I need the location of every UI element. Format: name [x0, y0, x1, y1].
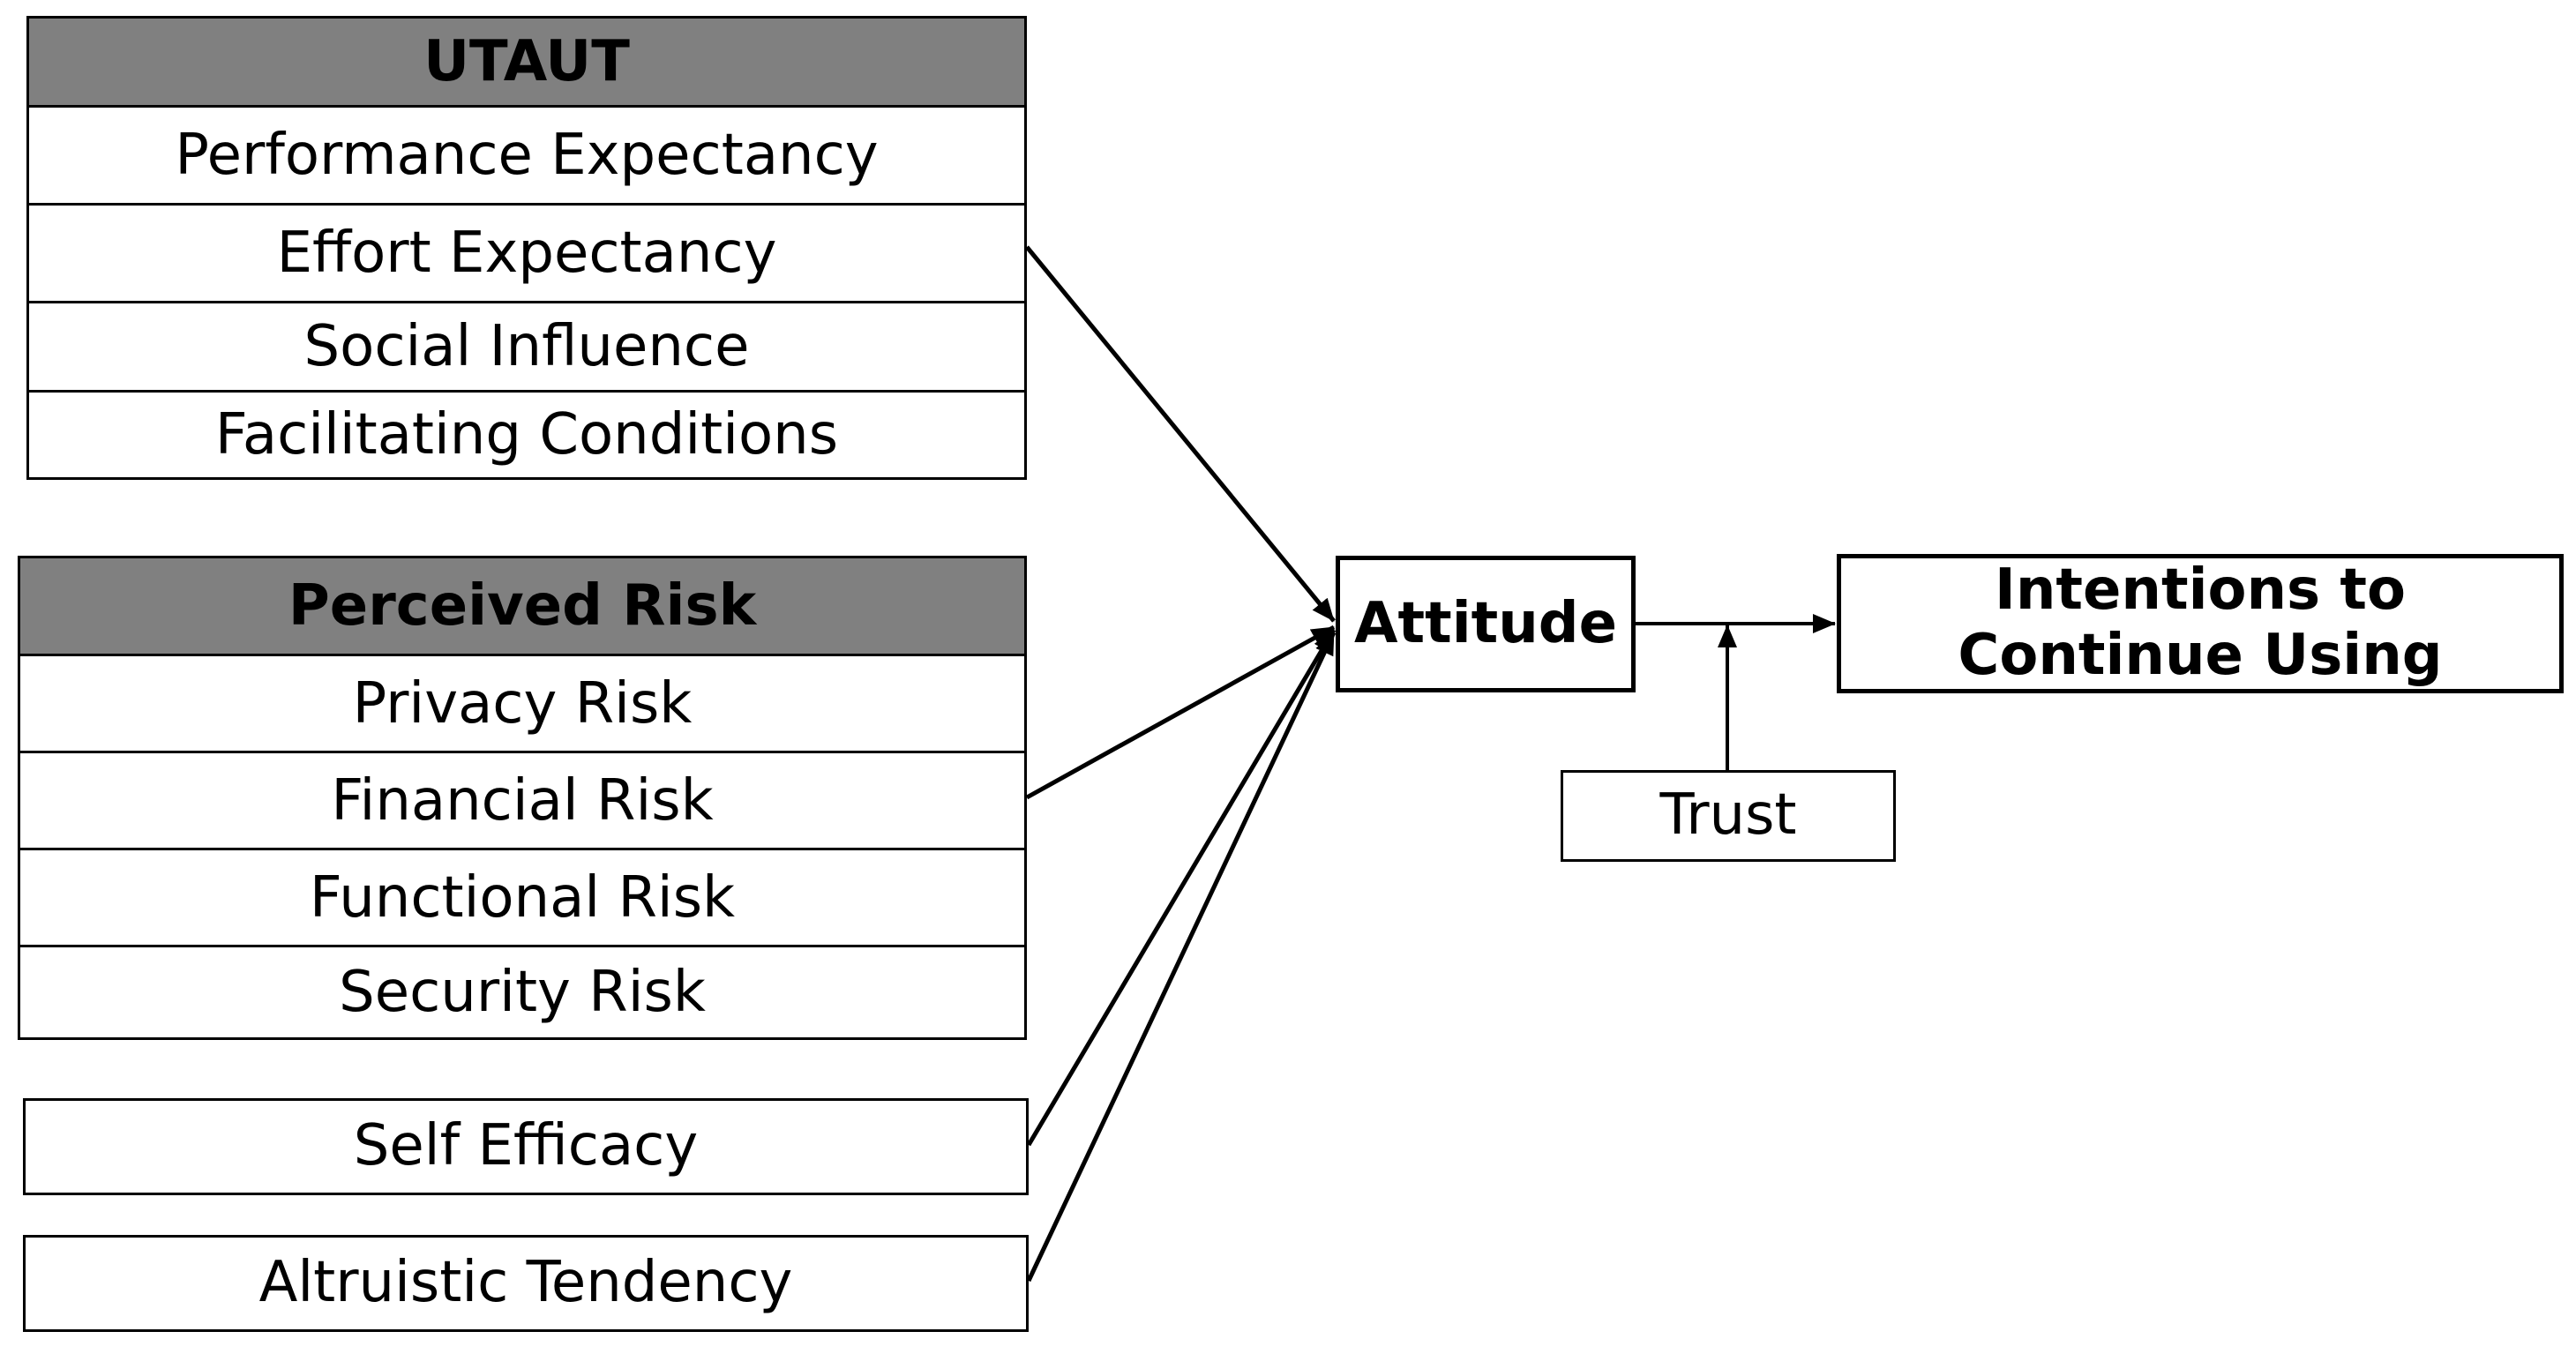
arrow-altruistic-to-attitude: [1026, 631, 1337, 1283]
utaut-group: UTAUT Performance Expectancy Effort Expe…: [26, 16, 1027, 480]
self-efficacy-label: Self Efficacy: [353, 1113, 699, 1179]
intentions-label: Intentions to Continue Using: [1958, 557, 2443, 688]
attitude-box: Attitude: [1336, 556, 1636, 692]
risk-item-financial: Financial Risk: [20, 753, 1024, 850]
arrow-utaut-to-attitude: [1025, 245, 1336, 623]
risk-item-security: Security Risk: [339, 960, 706, 1025]
altruistic-tendency-label: Altruistic Tendency: [258, 1250, 793, 1316]
intentions-box: Intentions to Continue Using: [1837, 554, 2564, 693]
utaut-item-facilitating-conditions: Facilitating Conditions: [214, 402, 839, 468]
risk-item-functional: Functional Risk: [20, 850, 1024, 947]
risk-item-privacy: Privacy Risk: [20, 656, 1024, 753]
attitude-label: Attitude: [1353, 590, 1618, 656]
arrow-self-efficacy-to-attitude: [1026, 628, 1337, 1147]
trust-label: Trust: [1659, 782, 1797, 849]
utaut-item-social-influence: Social Influence: [29, 303, 1024, 393]
perceived-risk-header: Perceived Risk: [20, 558, 1024, 656]
utaut-item-performance-expectancy: Performance Expectancy: [29, 108, 1024, 206]
utaut-header: UTAUT: [29, 19, 1024, 108]
self-efficacy-box: Self Efficacy: [23, 1098, 1029, 1195]
altruistic-tendency-box: Altruistic Tendency: [23, 1235, 1029, 1332]
perceived-risk-group: Perceived Risk Privacy Risk Financial Ri…: [18, 556, 1027, 1040]
utaut-item-effort-expectancy: Effort Expectancy: [29, 206, 1024, 303]
trust-box: Trust: [1561, 770, 1896, 862]
arrow-risk-to-attitude: [1025, 625, 1336, 800]
